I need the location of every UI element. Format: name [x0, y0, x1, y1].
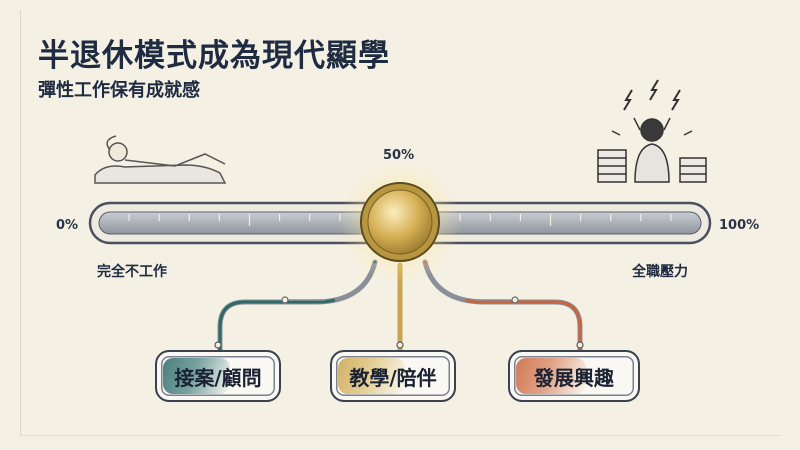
- color-wash: [516, 358, 587, 394]
- page-frame: [20, 10, 781, 436]
- option-teaching-companionship[interactable]: 教學/陪伴: [330, 350, 456, 402]
- slider-value-label: 50%: [383, 148, 415, 163]
- page-title: 半退休模式成為現代顯學: [38, 38, 390, 74]
- option-develop-interests[interactable]: 發展興趣: [508, 350, 640, 402]
- color-wash: [163, 358, 231, 394]
- relaxing-person-icon: [94, 135, 227, 184]
- stressed-worker-icon: [597, 79, 707, 183]
- slider-knob[interactable]: [338, 160, 462, 284]
- option-label: 發展興趣: [534, 365, 614, 390]
- slider-max-label: 100%: [719, 218, 760, 233]
- page-subtitle: 彈性工作保有成就感: [38, 80, 200, 101]
- slider-min-label: 0%: [56, 218, 79, 233]
- right-caption: 全職壓力: [632, 264, 688, 280]
- left-caption: 完全不工作: [97, 264, 167, 280]
- option-label: 接案/顧問: [174, 365, 262, 390]
- option-freelance-consulting[interactable]: 接案/顧問: [155, 350, 281, 402]
- color-wash: [338, 358, 406, 394]
- connector-lines: [214, 259, 584, 353]
- option-label: 教學/陪伴: [349, 365, 437, 390]
